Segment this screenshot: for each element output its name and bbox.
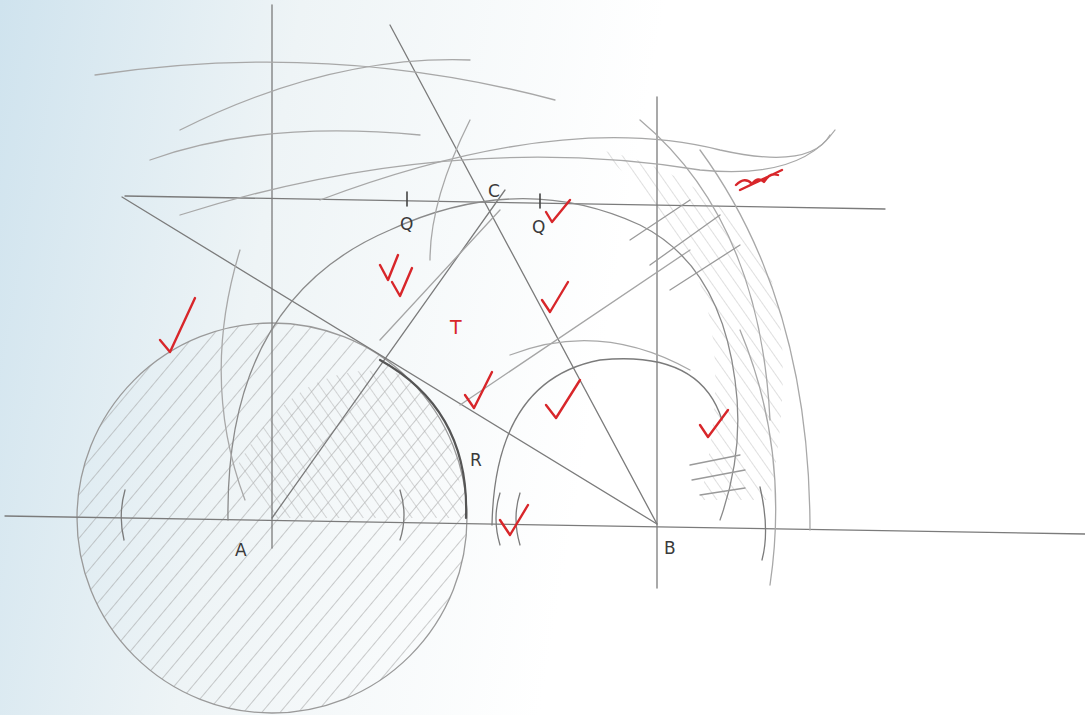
point-label: C — [488, 183, 500, 200]
mark-label: T — [450, 318, 462, 337]
point-label: R — [470, 452, 482, 469]
check-marks — [160, 170, 782, 535]
point-label: Q — [400, 216, 413, 233]
point-label: A — [235, 542, 247, 559]
point-label: B — [664, 540, 676, 557]
point-label: Q — [532, 219, 545, 236]
